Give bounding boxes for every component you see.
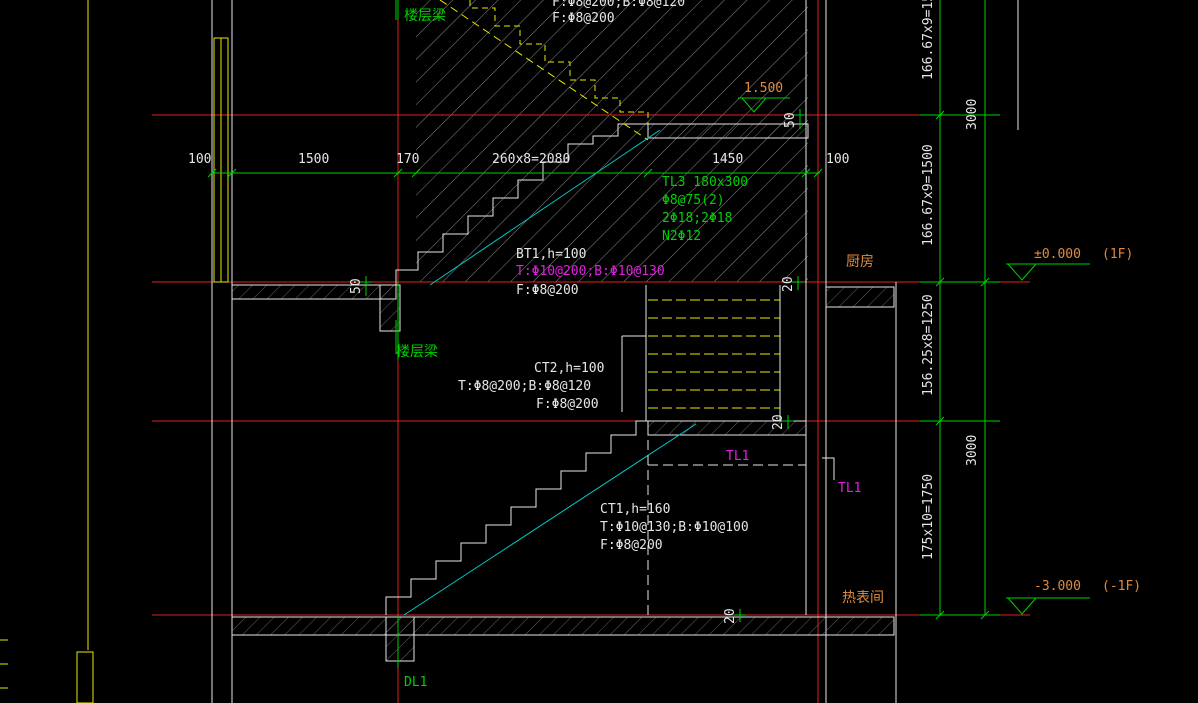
dim-1450: 1450 bbox=[712, 152, 743, 167]
ct2-line1: CT2,h=100 bbox=[534, 361, 604, 376]
beam-dl1 bbox=[385, 616, 415, 662]
dim-100-left: 100 bbox=[188, 152, 211, 167]
stair-above-diagonal bbox=[439, 0, 649, 141]
vdim-3000-lower: 3000 bbox=[965, 435, 980, 466]
stairs-plan-dashed bbox=[648, 299, 780, 409]
elev-1500: 1.500 bbox=[744, 81, 783, 96]
stair-above-dashed bbox=[469, 0, 649, 124]
room-meter: 热表间 bbox=[842, 590, 884, 606]
stair-bt1-soffit bbox=[429, 129, 661, 286]
elev-0: ±0.000 bbox=[1034, 247, 1081, 262]
tl3-line4: N2Φ12 bbox=[662, 229, 701, 244]
stair-bt1 bbox=[395, 123, 648, 285]
dimension-ticks bbox=[207, 110, 990, 620]
bt1-line1: BT1,h=100 bbox=[516, 247, 586, 262]
vdim-top: 166.67x9=150 bbox=[921, 0, 936, 80]
stair-ct1 bbox=[385, 420, 648, 615]
dim-170: 170 bbox=[396, 152, 419, 167]
left-margin-elements bbox=[0, 0, 94, 703]
ct2-line3: F:Φ8@200 bbox=[536, 397, 599, 412]
slab-1f bbox=[231, 284, 397, 300]
vdim-1250: 156.25x8=1250 bbox=[921, 294, 936, 396]
top-rebar-1: F:Φ8@200;B:Φ8@120 bbox=[552, 0, 685, 10]
upper-hatch-region bbox=[416, 0, 808, 282]
ct1-line2: T:Φ10@130;B:Φ10@100 bbox=[600, 520, 749, 535]
vdim-50-left: 50 bbox=[349, 278, 364, 294]
window-left bbox=[213, 37, 229, 283]
tl3-line3: 2Φ18;2Φ18 bbox=[662, 211, 732, 226]
slab-basement bbox=[231, 616, 895, 636]
vdim-20-basement: 20 bbox=[723, 608, 738, 624]
room-kitchen: 厨房 bbox=[846, 254, 874, 270]
stairs-plan-edges bbox=[621, 285, 781, 421]
tl3-line2: Φ8@75(2) bbox=[662, 193, 725, 208]
bt1-line3: F:Φ8@200 bbox=[516, 283, 579, 298]
slab-landing-mid bbox=[647, 420, 807, 436]
elev-m3: -3.000 bbox=[1034, 579, 1081, 594]
elev-0-floor: (1F) bbox=[1102, 247, 1133, 262]
slab-landing-top bbox=[647, 123, 809, 139]
stair-ct1-soffit bbox=[403, 423, 697, 616]
dim-2080: 260x8=2080 bbox=[492, 152, 570, 167]
tl1-label-b: TL1 bbox=[838, 481, 861, 496]
dim-1500: 1500 bbox=[298, 152, 329, 167]
vdim-3000-upper: 3000 bbox=[965, 99, 980, 130]
slab-kitchen bbox=[825, 286, 895, 308]
vdim-20-landing: 20 bbox=[771, 414, 786, 430]
tl1-label-a: TL1 bbox=[726, 449, 749, 464]
slab-1f-beam bbox=[379, 284, 401, 332]
elev-m3-floor: (-1F) bbox=[1102, 579, 1141, 594]
tl1-leader bbox=[822, 457, 835, 480]
ct1-line3: F:Φ8@200 bbox=[600, 538, 663, 553]
dimension-lines bbox=[212, 0, 1000, 668]
tl3-line1: TL3 180x300 bbox=[662, 175, 748, 190]
dl1-label: DL1 bbox=[404, 675, 427, 690]
dim-100-right: 100 bbox=[826, 152, 849, 167]
vdim-20-kitchen: 20 bbox=[781, 276, 796, 292]
top-rebar-2: F:Φ8@200 bbox=[552, 11, 615, 26]
vdim-50-top: 50 bbox=[783, 112, 798, 128]
edge-beam-mid: 楼层梁 bbox=[396, 344, 438, 360]
ct2-line2: T:Φ8@200;B:Φ8@120 bbox=[458, 379, 591, 394]
elevation-markers bbox=[738, 97, 1090, 615]
vdim-1500: 166.67x9=1500 bbox=[921, 144, 936, 246]
vdim-1750: 175x10=1750 bbox=[921, 474, 936, 560]
bt1-line2: T:Φ10@200;B:Φ10@130 bbox=[516, 264, 665, 279]
walls bbox=[211, 0, 1019, 703]
edge-beam-top: 楼层梁 bbox=[404, 8, 446, 24]
tl1-dashed bbox=[647, 440, 806, 615]
ct1-line1: CT1,h=160 bbox=[600, 502, 670, 517]
